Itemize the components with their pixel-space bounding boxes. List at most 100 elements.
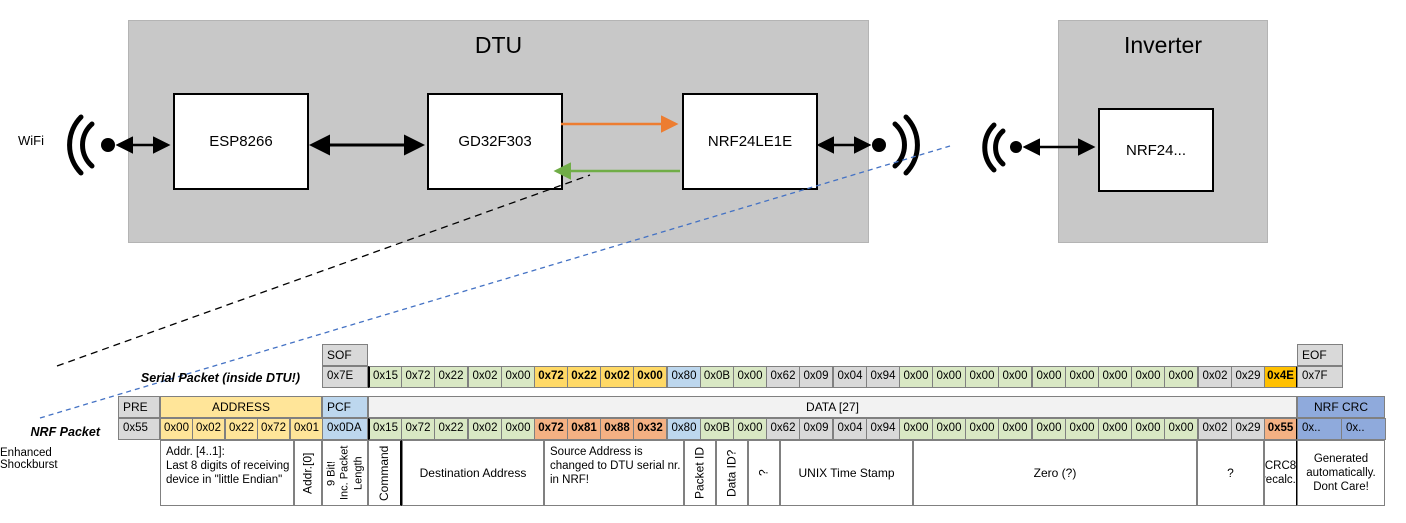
serial-sof-header: SOF [322,344,368,366]
serial-byte-16: 0x00 [899,366,933,388]
nrf-crc-byte-0: 0x.. [1297,418,1342,440]
annotation-command: Command [368,440,402,506]
nrf-pcf-header: PCF [322,396,368,418]
nrf-byte-19: 0x00 [998,418,1032,440]
chip-nrf24-label: NRF24... [1125,141,1186,159]
chip-nrf24le1e-label: NRF24LE1E [707,133,793,150]
nrf-address-byte-4: 0x01 [290,418,323,440]
nrf-byte-1: 0x72 [401,418,435,440]
dtu-title: DTU [474,32,523,58]
packet-tables: Serial Packet (inside DTU!) NRF Packet E… [0,265,1406,523]
serial-byte-8: 0x00 [633,366,667,388]
nrf-byte-11: 0x00 [733,418,767,440]
nrf-byte-18: 0x00 [965,418,999,440]
nrf-byte-4: 0x00 [501,418,535,440]
nrf-byte-14: 0x04 [833,418,867,440]
annotation-question: ? [1197,440,1264,506]
annotation-packet-length: 9 Bit! Inc. Packet Length [322,440,368,506]
serial-eof-header: EOF [1297,344,1343,366]
serial-byte-18: 0x00 [965,366,999,388]
nrf-byte-27: 0x55 [1264,418,1298,440]
nrf-byte-2: 0x22 [434,418,468,440]
chip-gd32f303-label: GD32F303 [458,133,532,150]
nrf-crc-header: NRF CRC [1297,396,1385,418]
nrf-byte-24: 0x00 [1164,418,1198,440]
serial-byte-12: 0x62 [766,366,800,388]
wifi-label: WiFi [18,133,44,148]
serial-byte-24: 0x00 [1164,366,1198,388]
nrf-byte-0: 0x15 [368,418,402,440]
nrf-byte-26: 0x29 [1231,418,1265,440]
serial-byte-13: 0x09 [799,366,833,388]
annotation-destination-address: Destination Address [402,440,544,506]
annotation-data-id: Data ID? [716,440,748,506]
annotation-packet-length-b: Inc. Packet [338,442,352,504]
nrf-address-byte-2: 0x22 [225,418,258,440]
nrf-byte-20: 0x00 [1032,418,1066,440]
nrf-byte-13: 0x09 [799,418,833,440]
nrf-byte-17: 0x00 [932,418,966,440]
nrf-byte-6: 0x81 [567,418,601,440]
nrf-packet-row-label: NRF Packet [30,425,100,439]
chip-esp8266-label: ESP8266 [209,133,273,150]
annotation-packet-id: Packet ID [684,440,716,506]
serial-byte-4: 0x00 [501,366,535,388]
annotation-crc8-recalc: CRC8 recalc.! [1264,440,1298,506]
chip-nrf24le1e: NRF24LE1E [682,93,818,190]
serial-byte-9: 0x80 [667,366,701,388]
annotation-packet-length-c: Length [351,442,365,504]
nrf-address-byte-3: 0x72 [257,418,290,440]
serial-byte-17: 0x00 [932,366,966,388]
serial-byte-10: 0x0B [700,366,734,388]
nrf-address-header: ADDRESS [160,396,322,418]
serial-byte-25: 0x02 [1198,366,1232,388]
serial-byte-14: 0x04 [833,366,867,388]
serial-byte-0: 0x15 [368,366,402,388]
nrf-packet-row-sublabel: Enhanced Shockburst [0,447,58,471]
serial-byte-27: 0x4E [1264,366,1298,388]
chip-nrf24: NRF24... [1098,108,1214,192]
chip-esp8266: ESP8266 [173,93,309,190]
serial-byte-20: 0x00 [1032,366,1066,388]
serial-byte-11: 0x00 [733,366,767,388]
annotation-zero: Zero (?) [913,440,1197,506]
nrf-byte-12: 0x62 [766,418,800,440]
serial-byte-22: 0x00 [1098,366,1132,388]
annotation-tilde: ? [748,440,780,506]
serial-byte-1: 0x72 [401,366,435,388]
nrf-crc-byte-1: 0x.. [1341,418,1386,440]
serial-packet-row-label: Serial Packet (inside DTU!) [140,371,300,385]
annotation-source-address: Source Address is changed to DTU serial … [544,440,684,506]
serial-byte-23: 0x00 [1131,366,1165,388]
nrf-byte-9: 0x80 [667,418,701,440]
serial-byte-5: 0x72 [534,366,568,388]
nrf-byte-3: 0x02 [468,418,502,440]
nrf-pre-header: PRE [118,396,160,418]
block-diagram: DTU Inverter ESP8266 GD32F303 NRF24LE1E … [18,20,1268,243]
serial-byte-3: 0x02 [468,366,502,388]
nrf-byte-16: 0x00 [899,418,933,440]
nrf-byte-15: 0x94 [866,418,900,440]
nrf-data-header: DATA [27] [368,396,1297,418]
serial-byte-7: 0x02 [600,366,634,388]
nrf-byte-8: 0x32 [633,418,667,440]
nrf-byte-23: 0x00 [1131,418,1165,440]
annotation-unix-time-stamp: UNIX Time Stamp [780,440,913,506]
nrf-pcf-value: 0x0DA [322,418,368,440]
serial-sof-value: 0x7E [322,366,368,388]
serial-byte-6: 0x22 [567,366,601,388]
serial-byte-19: 0x00 [998,366,1032,388]
nrf-byte-22: 0x00 [1098,418,1132,440]
serial-byte-2: 0x22 [434,366,468,388]
serial-byte-21: 0x00 [1065,366,1099,388]
serial-byte-15: 0x94 [866,366,900,388]
nrf-byte-21: 0x00 [1065,418,1099,440]
annotation-generated-automatically: Generated automatically. Dont Care! [1297,440,1385,506]
serial-byte-26: 0x29 [1231,366,1265,388]
annotation-packet-length-a: 9 Bit! [325,442,339,504]
serial-eof-value: 0x7F [1297,366,1343,388]
nrf-byte-5: 0x72 [534,418,568,440]
chip-gd32f303: GD32F303 [427,93,563,190]
annotation-addr0: Addr.[0] [294,440,322,506]
nrf-byte-25: 0x02 [1198,418,1232,440]
